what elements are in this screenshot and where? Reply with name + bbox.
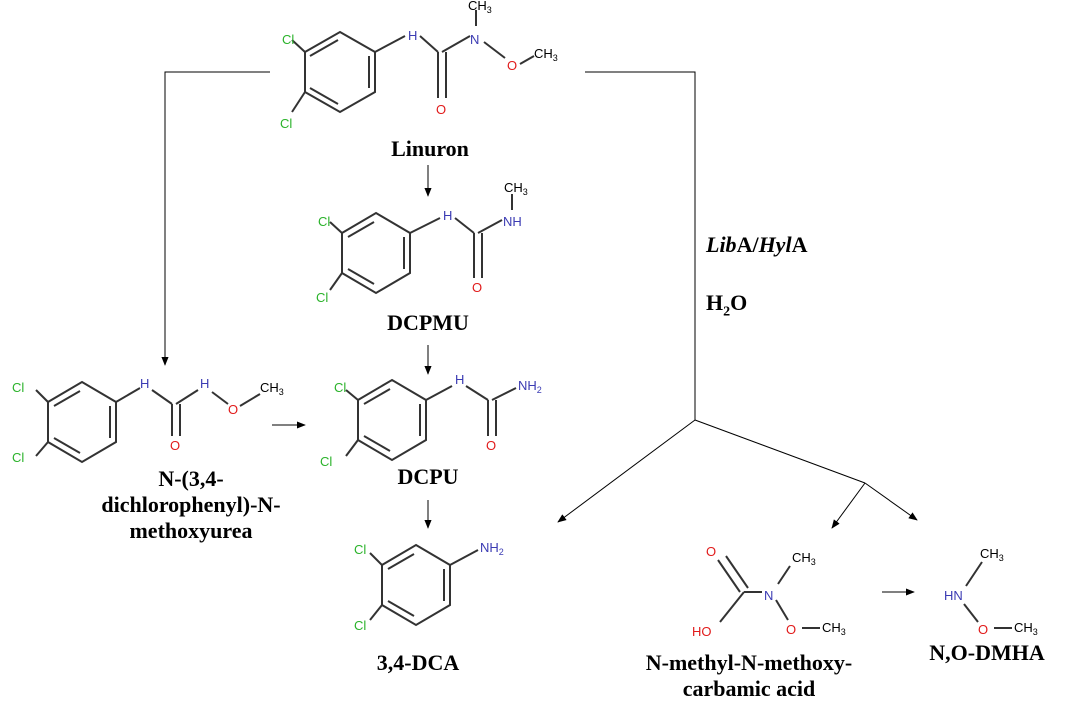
arrow-to-carbamic-acid	[831, 482, 866, 529]
atom-label: Cl	[12, 380, 24, 395]
atom-label: CH3	[468, 0, 492, 15]
atom-label: Cl	[280, 116, 292, 131]
atom-label: H	[200, 376, 209, 391]
atom-label: HO	[692, 624, 712, 639]
atom-label: Cl	[320, 454, 332, 469]
connector-linuron-right	[585, 71, 696, 420]
atom-label: O	[978, 622, 988, 637]
pathway-arrows	[161, 71, 918, 596]
atom-label: O	[228, 402, 238, 417]
atom-label: O	[170, 438, 180, 453]
atom-label: CH3	[980, 546, 1004, 563]
methoxyurea-structure: Cl Cl H H O O CH3	[12, 376, 284, 465]
atom-label: Cl	[282, 32, 294, 47]
water-o: O	[730, 290, 748, 315]
linuron-structure: Cl Cl H N O O CH3 CH3	[280, 0, 558, 131]
label-carbamic-line2: carbamic acid	[682, 676, 816, 701]
atom-label: Cl	[316, 290, 328, 305]
arrow-hydrolysis-to-dca	[557, 419, 696, 523]
arrow-linuron-to-methoxyurea	[161, 71, 270, 366]
label-dcpu: DCPU	[397, 464, 459, 489]
atom-label: CH3	[1014, 620, 1038, 637]
atom-label: NH2	[480, 540, 504, 557]
atom-label: N	[470, 32, 479, 47]
label-methoxyurea: N-(3,4- dichlorophenyl)-N- methoxyurea	[86, 466, 296, 544]
atom-label: HN	[944, 588, 963, 603]
atom-label: H	[455, 372, 464, 387]
atom-label: O	[706, 544, 716, 559]
connector-hydrolysis-right	[694, 419, 866, 484]
atom-label: Cl	[354, 542, 366, 557]
label-carbamic-line1: N-methyl-N-methoxy-	[645, 650, 853, 675]
dcpmu-structure: Cl Cl H NH O CH3	[316, 180, 528, 305]
water-sub: 2	[723, 304, 731, 320]
atom-label: NH	[503, 214, 522, 229]
label-methoxyurea-line2: dichlorophenyl)-N-	[101, 492, 281, 517]
dcpu-structure: Cl Cl H NH2 O	[320, 372, 542, 469]
atom-label: O	[786, 622, 796, 637]
carbamic-acid-structure: O N O HO CH3 CH3	[692, 544, 846, 639]
label-dca: 3,4-DCA	[376, 650, 460, 675]
label-dmha: N,O-DMHA	[929, 640, 1045, 665]
atom-label: CH3	[534, 46, 558, 63]
enzyme-label: LibA/HylA	[706, 232, 807, 258]
atom-label: O	[507, 58, 517, 73]
label-methoxyurea-line1: N-(3,4-	[158, 466, 224, 491]
atom-label: O	[436, 102, 446, 117]
atom-label: Cl	[318, 214, 330, 229]
atom-label: O	[486, 438, 496, 453]
enzyme-a2: A	[791, 232, 808, 257]
enzyme-a1: A/	[736, 232, 759, 257]
atom-label: CH3	[504, 180, 528, 197]
atom-label: Cl	[12, 450, 24, 465]
atom-label: Cl	[334, 380, 346, 395]
atom-label: CH3	[260, 380, 284, 397]
enzyme-lib: Lib	[706, 232, 737, 257]
label-linuron: Linuron	[391, 136, 469, 161]
atom-label: CH3	[792, 550, 816, 567]
atom-label: CH3	[822, 620, 846, 637]
atom-label: H	[140, 376, 149, 391]
atom-label: H	[443, 208, 452, 223]
atom-label: N	[764, 588, 773, 603]
label-dcpmu: DCPMU	[387, 310, 469, 335]
atom-label: H	[408, 28, 417, 43]
atom-label: Cl	[354, 618, 366, 633]
enzyme-hyl: Hyl	[758, 232, 792, 257]
water-h: H	[706, 290, 724, 315]
atom-label: NH2	[518, 378, 542, 395]
atom-label: O	[472, 280, 482, 295]
label-carbamic-acid: N-methyl-N-methoxy- carbamic acid	[624, 650, 874, 702]
dca-structure: Cl Cl NH2	[354, 540, 504, 633]
label-methoxyurea-line3: methoxyurea	[129, 518, 253, 543]
water-label: H2O	[706, 290, 747, 320]
dmha-structure: HN O CH3 CH3	[944, 546, 1038, 637]
arrow-to-dmha	[864, 482, 918, 521]
